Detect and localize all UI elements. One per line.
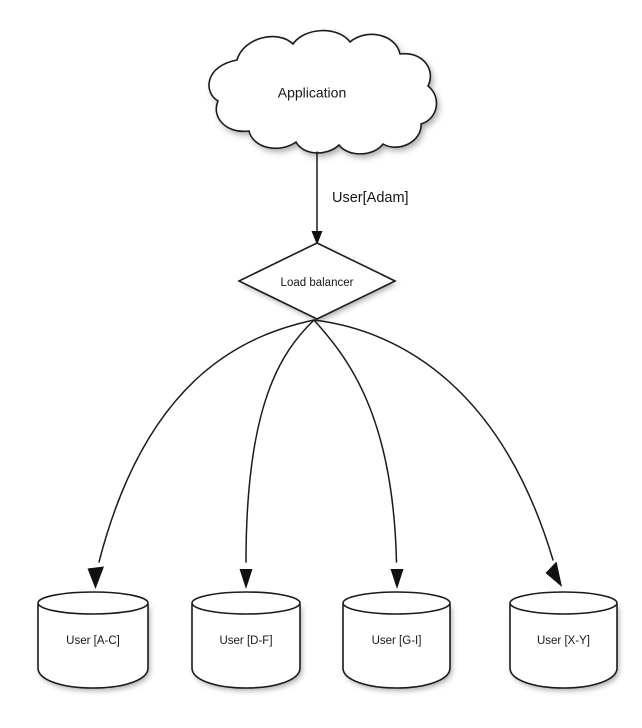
- node-database-3[interactable]: User [X-Y]: [509, 591, 618, 689]
- cylinder-body-outline-1: [191, 604, 301, 689]
- database-cylinders: User [A-C] User [D-F] User [G-I]: [37, 591, 618, 689]
- arrowhead-d-f: [239, 569, 253, 589]
- node-database-0[interactable]: User [A-C]: [37, 591, 149, 689]
- edge-line-d-f: [245, 319, 315, 563]
- cylinder-top-3: [510, 592, 617, 614]
- edge-to-user-d-f[interactable]: [239, 319, 315, 589]
- cylinder-top-outline-3: [509, 591, 618, 615]
- cylinder-body-outline-3: [509, 604, 618, 689]
- load-balancer-label: Load balancer: [281, 277, 354, 289]
- cylinder-top-1: [192, 592, 300, 614]
- edge-label-user-adam: User[Adam]: [332, 190, 409, 206]
- cylinder-body-2: [343, 604, 450, 688]
- cylinder-top-outline-2: [342, 591, 451, 615]
- arrowhead-app-balancer: [311, 231, 323, 245]
- arrowhead-g-i: [390, 569, 404, 589]
- arrowhead-a-c: [87, 566, 104, 589]
- cylinder-body-1: [192, 604, 300, 688]
- edge-line-x-y: [313, 319, 554, 561]
- cylinder-top-outline-1: [191, 591, 301, 615]
- edge-line-a-c: [98, 319, 315, 563]
- cloud-shape: [208, 30, 437, 154]
- cylinder-top-0: [38, 592, 148, 614]
- cylinder-body-3: [510, 604, 617, 688]
- edge-to-user-x-y[interactable]: [313, 319, 562, 587]
- database-label-0: User [A-C]: [66, 635, 120, 647]
- edges-balancer-to-databases: [87, 319, 562, 589]
- edge-line-g-i: [313, 319, 398, 563]
- database-label-1: User [D-F]: [219, 635, 272, 647]
- application-label: Application: [278, 85, 347, 101]
- cylinder-body-0: [38, 604, 148, 688]
- cloud-outline: [208, 29, 438, 155]
- database-label-3: User [X-Y]: [537, 635, 590, 647]
- database-label-2: User [G-I]: [372, 635, 422, 647]
- arrowhead-x-y: [545, 561, 562, 587]
- node-load-balancer[interactable]: Load balancer: [237, 242, 397, 320]
- cylinder-body-outline-2: [342, 604, 451, 689]
- edge-application-to-balancer[interactable]: User[Adam]: [311, 151, 409, 245]
- node-application-cloud[interactable]: Application: [208, 29, 438, 155]
- diamond-outline: [237, 242, 397, 320]
- cylinder-top-outline-0: [37, 591, 149, 615]
- edge-to-user-g-i[interactable]: [313, 319, 404, 589]
- node-database-2[interactable]: User [G-I]: [342, 591, 451, 689]
- cylinder-body-outline-0: [37, 604, 149, 689]
- cylinder-top-2: [343, 592, 450, 614]
- node-database-1[interactable]: User [D-F]: [191, 591, 301, 689]
- edge-to-user-a-c[interactable]: [87, 319, 315, 589]
